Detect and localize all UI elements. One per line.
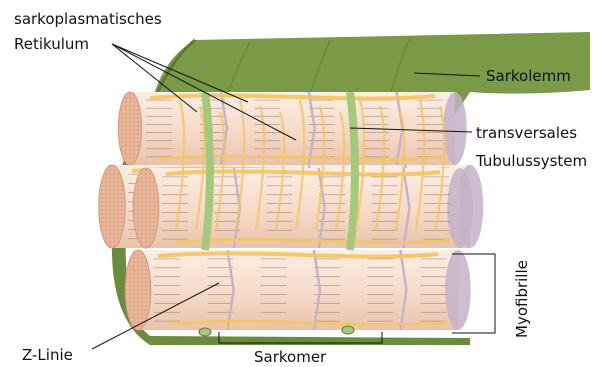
myofibril-body [138,250,458,330]
label-sarcomere: Sarkomer [254,348,326,366]
myofibril-cut-end [125,250,151,330]
myofibril-far-end [447,168,473,248]
myofibril-cut-end [99,165,126,248]
label-ttubule-line1: transversales [476,124,577,142]
myofibril-cut-end [133,168,159,248]
sarcolemma-vesicle [199,328,211,336]
myofibril-far-end [443,92,466,165]
myofibril-body [130,92,455,165]
label-zline: Z-Linie [22,346,73,364]
myofibril-cut-end [118,92,141,165]
myofibril-far-end [445,250,471,330]
label-sarcolemma: Sarkolemm [486,67,571,85]
label-myofibril: Myofibrille [513,260,531,338]
label-ttubule-line2: Tubulussystem [476,152,587,170]
label-sr-line1: sarkoplasmatisches [14,10,162,28]
myofibril-4 [125,250,471,330]
label-sr-line2: Retikulum [14,35,89,53]
myofibril-1 [118,92,466,165]
sarcolemma-vesicle [342,326,354,334]
myofibril-bundle [99,92,484,336]
